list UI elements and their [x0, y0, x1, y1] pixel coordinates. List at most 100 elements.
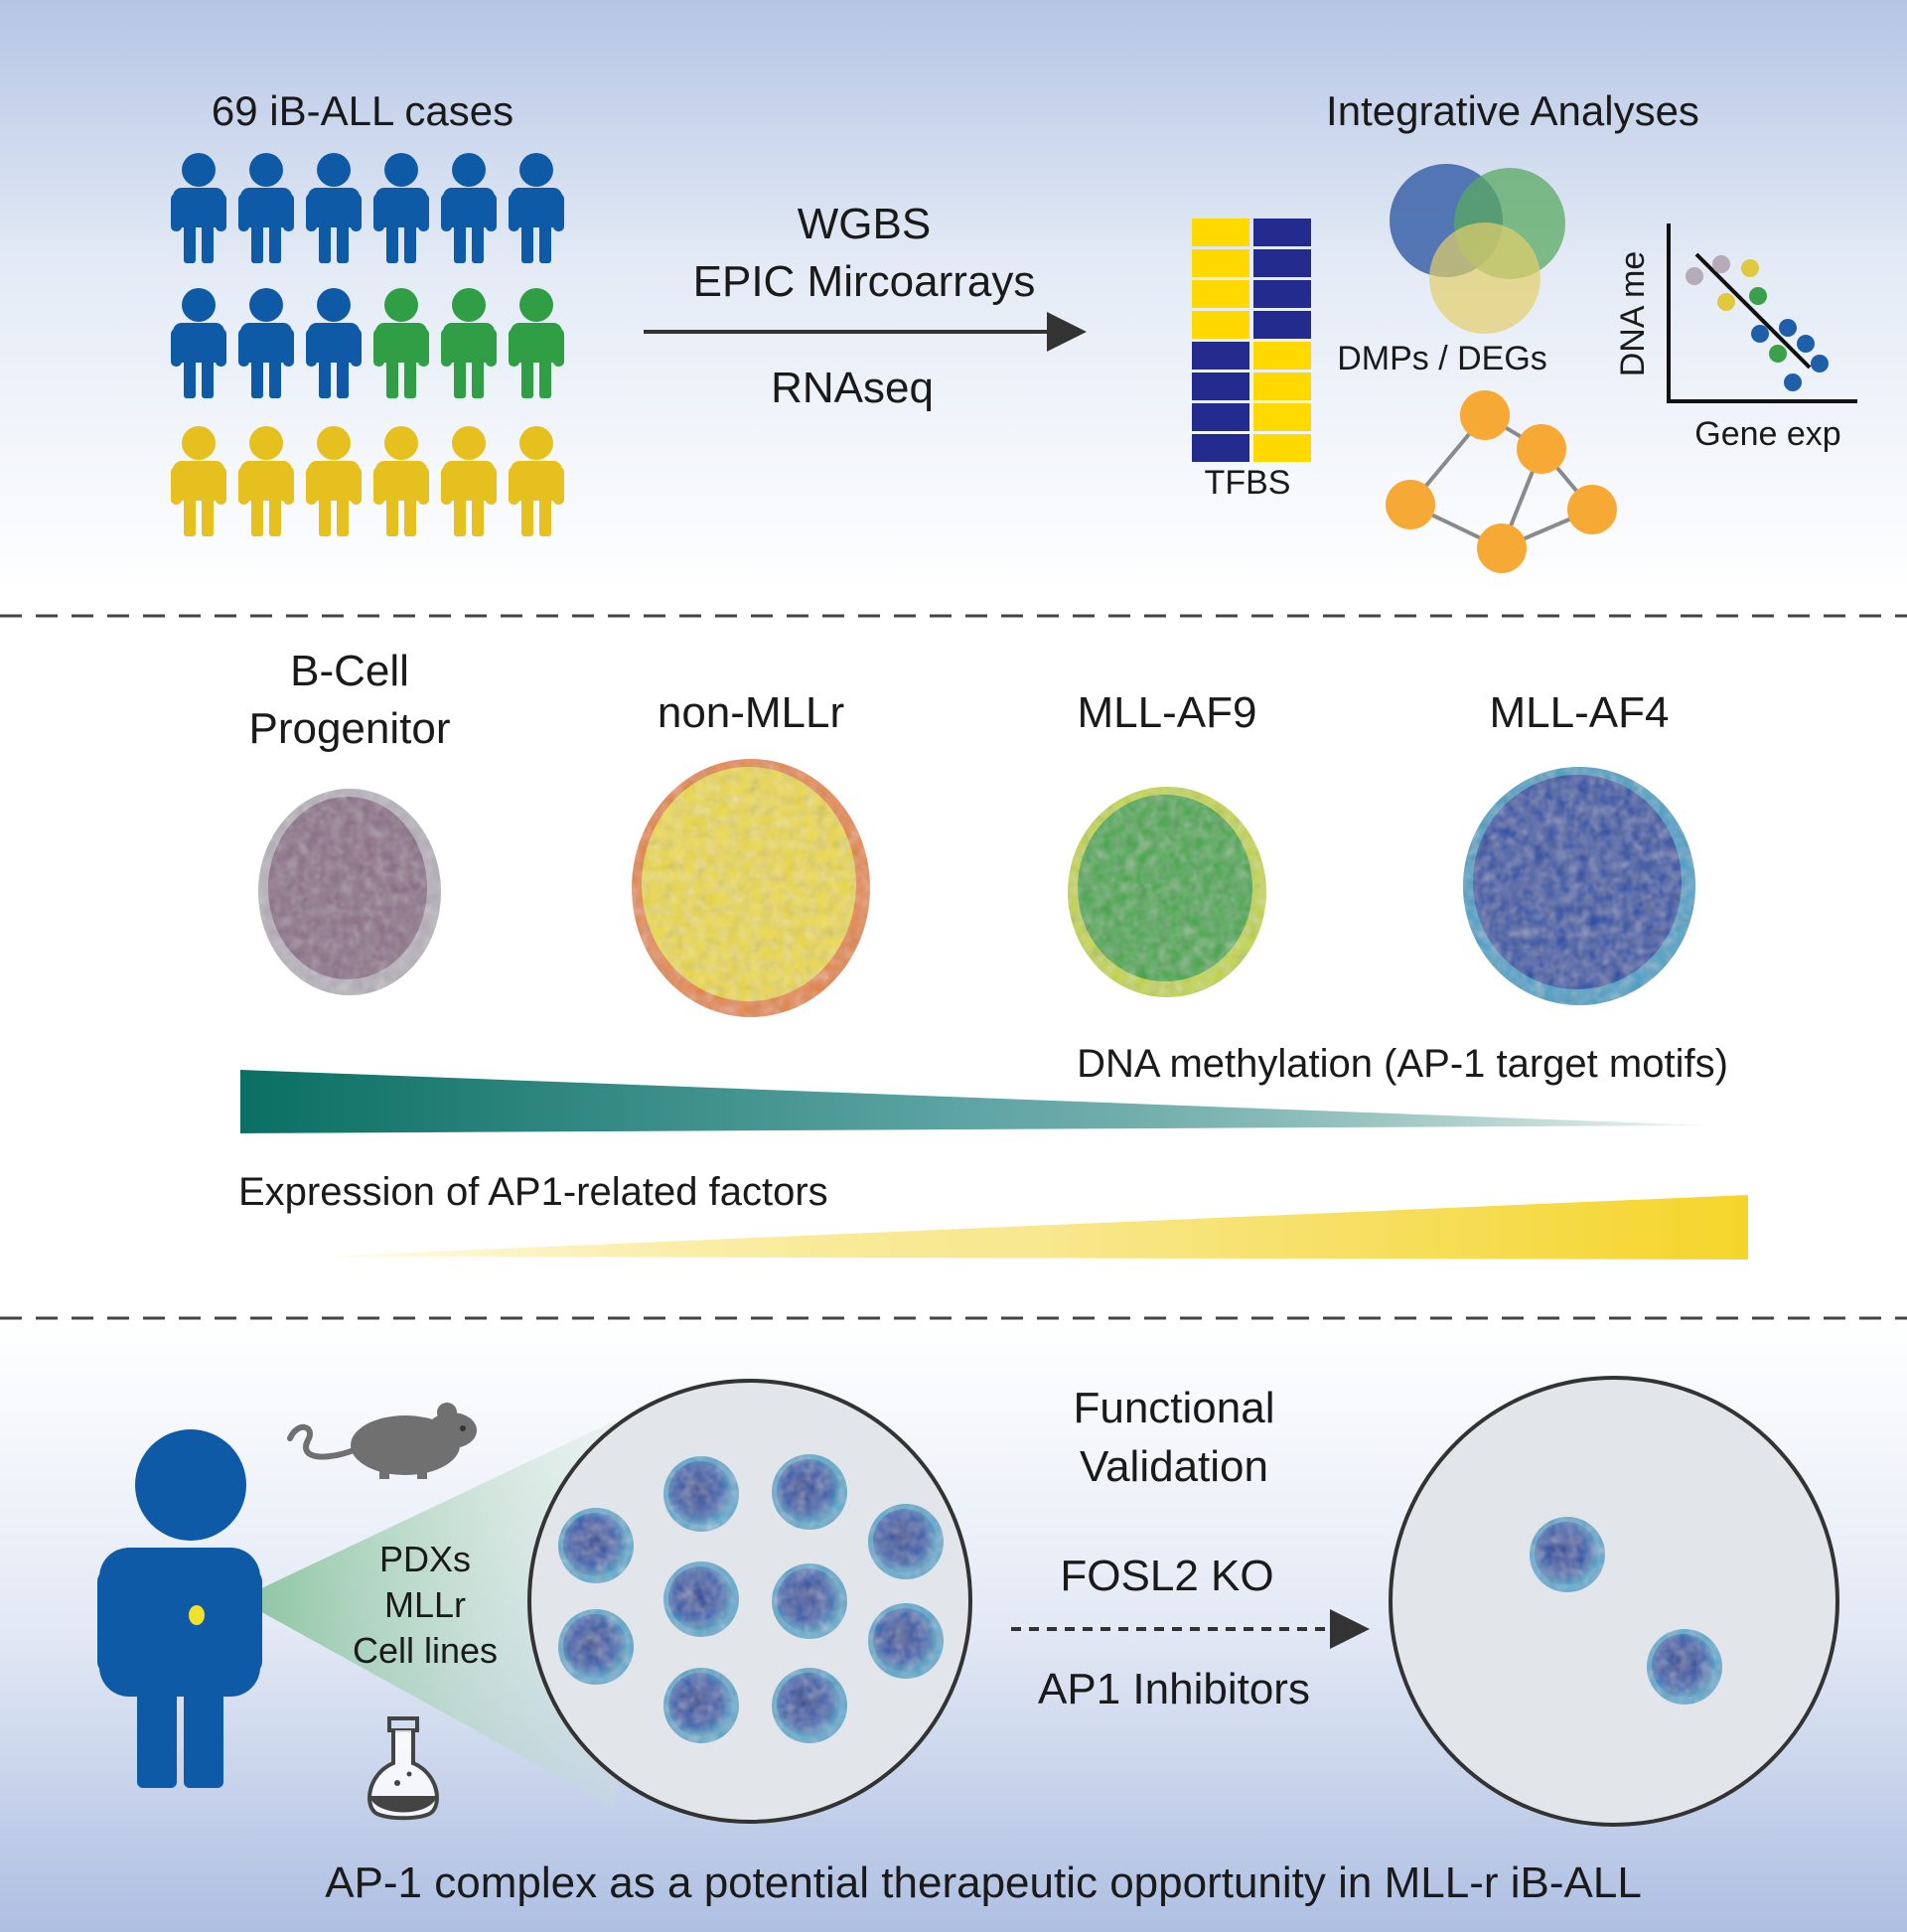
patient-icon	[509, 288, 564, 398]
functional-title-line2: Validation	[1080, 1442, 1268, 1491]
patient-icon	[441, 426, 497, 536]
cell-image	[1463, 767, 1695, 1005]
method-wgbs: WGBS	[798, 200, 931, 248]
conclusion-text: AP-1 complex as a potential therapeutic …	[325, 1858, 1642, 1907]
tfbs-cell	[1253, 280, 1311, 308]
scatter-ylabel: DNA me	[1614, 251, 1652, 377]
network-graph	[1386, 390, 1617, 573]
method-epic: EPIC Mircoarrays	[693, 257, 1036, 306]
network-node	[1477, 523, 1527, 573]
venn-circle-yellow	[1429, 223, 1540, 334]
dish-before-cells	[558, 1454, 944, 1743]
leukemic-cell	[663, 1561, 739, 1637]
leukemic-cell	[1647, 1629, 1722, 1705]
scatter-point	[1686, 267, 1703, 285]
scatter-point	[1717, 293, 1735, 311]
leukemic-cell	[558, 1609, 634, 1685]
tfbs-cell	[1253, 434, 1311, 462]
leukemic-cell	[772, 1668, 847, 1743]
cases-label: 69 iB-ALL cases	[212, 87, 513, 134]
dish-after-cells	[1530, 1517, 1722, 1705]
dish-after	[1389, 1376, 1839, 1827]
scatter-point	[1741, 259, 1759, 277]
correlation-plot	[1667, 223, 1857, 403]
flask-icon	[367, 1716, 439, 1821]
tfbs-cell	[1192, 280, 1249, 308]
network-node	[1386, 480, 1435, 529]
patient-icon	[373, 153, 429, 263]
tfbs-cell	[1192, 372, 1249, 400]
tfbs-cell	[1253, 311, 1311, 339]
ko-label: FOSL2 KO	[1060, 1552, 1273, 1600]
patient-icon	[238, 153, 294, 263]
tfbs-cell	[1192, 434, 1249, 462]
patient-icon	[441, 153, 497, 263]
patient-icon	[306, 288, 362, 398]
sample-beam	[238, 1420, 616, 1808]
cell-image	[632, 759, 870, 1017]
patient-icon	[238, 426, 294, 536]
model-pdxs: PDXs	[379, 1539, 471, 1579]
scatter-point	[1797, 335, 1815, 353]
leukemic-cell	[663, 1668, 739, 1743]
expression-wedge	[318, 1195, 1748, 1260]
network-node	[1567, 485, 1617, 534]
functional-title-line1: Functional	[1073, 1384, 1274, 1432]
cell-label: B-Cell	[290, 647, 409, 695]
leukemic-cell	[868, 1603, 944, 1679]
tfbs-label: TFBS	[1205, 464, 1291, 502]
scatter-points	[1686, 255, 1829, 391]
tfbs-cell	[1192, 403, 1249, 431]
method-rnaseq: RNAseq	[771, 364, 934, 412]
patient-icon	[238, 288, 294, 398]
scatter-point	[1769, 345, 1787, 363]
scatter-trend-line	[1694, 252, 1812, 370]
leukemic-cell	[772, 1454, 847, 1530]
cell-label: non-MLLr	[658, 688, 844, 737]
tfbs-cell	[1253, 219, 1311, 246]
scatter-point	[1779, 319, 1797, 337]
tfbs-cell	[1253, 403, 1311, 431]
tfbs-heatmap	[1192, 219, 1311, 462]
dish-before	[527, 1379, 972, 1824]
leukemic-cell	[663, 1456, 739, 1532]
tfbs-cell	[1192, 342, 1249, 370]
tfbs-cell	[1253, 249, 1311, 277]
tfbs-cell	[1192, 311, 1249, 339]
scatter-point	[1751, 325, 1769, 343]
methylation-wedge	[240, 1070, 1708, 1133]
cell-label: MLL-AF9	[1078, 688, 1257, 737]
tfbs-cell	[1192, 219, 1249, 246]
tfbs-cell	[1253, 372, 1311, 400]
venn-diagram	[1390, 164, 1565, 334]
tfbs-cell	[1253, 342, 1311, 370]
scatter-point	[1749, 287, 1767, 305]
patient-grid	[171, 153, 564, 536]
patient-icon	[373, 288, 429, 398]
patient-icon	[373, 426, 429, 536]
patient-icon	[171, 153, 226, 263]
patient-icon	[171, 288, 226, 398]
methylation-label: DNA methylation (AP-1 target motifs)	[1077, 1042, 1728, 1086]
patient-icon	[306, 426, 362, 536]
mouse-icon	[287, 1403, 477, 1479]
leukemic-cell	[868, 1504, 944, 1579]
patient-figure	[97, 1429, 262, 1788]
network-node	[1517, 424, 1566, 474]
cell-image	[258, 789, 441, 995]
tumor-spot	[189, 1605, 205, 1625]
scatter-point	[1712, 255, 1730, 273]
leukemic-cell	[772, 1563, 847, 1639]
network-node	[1460, 390, 1510, 440]
cell-image	[1068, 787, 1266, 997]
venn-label: DMPs / DEGs	[1337, 340, 1547, 377]
model-mllr: MLLr	[384, 1584, 466, 1625]
patient-icon	[509, 426, 564, 536]
expression-label: Expression of AP1-related factors	[238, 1170, 828, 1214]
patient-icon	[509, 153, 564, 263]
patient-icon	[306, 153, 362, 263]
tfbs-cell	[1192, 249, 1249, 277]
